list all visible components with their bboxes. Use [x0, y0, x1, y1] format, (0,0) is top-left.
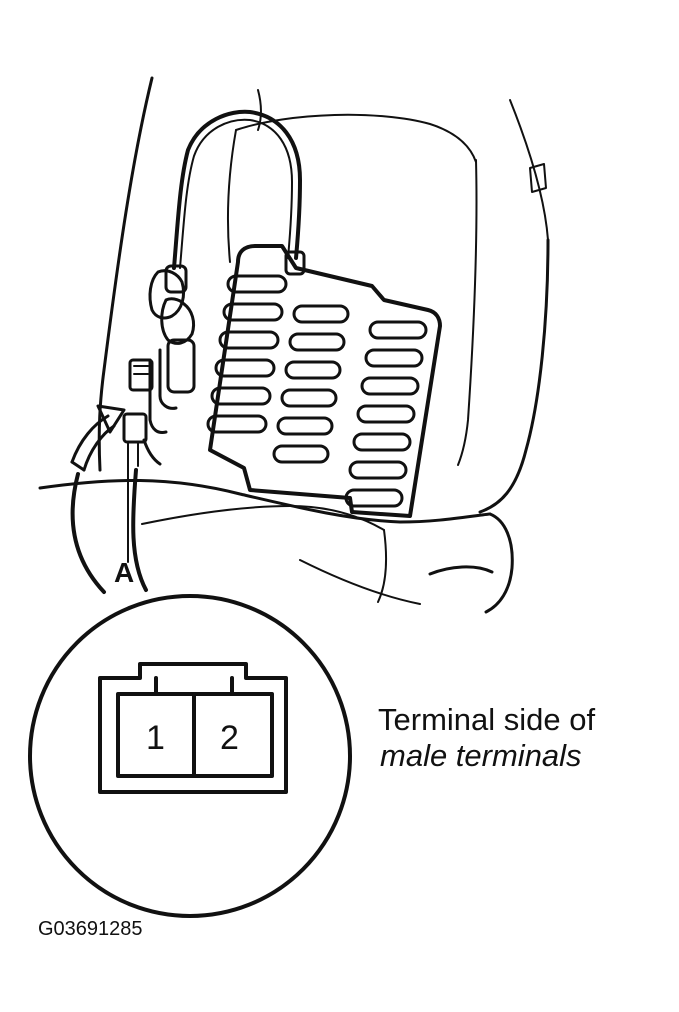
connect-arrow-icon — [70, 404, 126, 472]
figure-id: G03691285 — [38, 918, 143, 940]
magnified-view-circle — [28, 594, 352, 918]
callout-leader — [70, 465, 148, 594]
seat-back-outline — [97, 76, 550, 514]
caption-line-1: Terminal side of — [378, 702, 595, 737]
callout-letter-a: A — [114, 557, 134, 588]
seat-cushion-outline — [38, 478, 514, 614]
terminal-number-2: 2 — [220, 719, 239, 757]
heater-slots-left — [206, 274, 288, 434]
terminal-number-1: 1 — [146, 719, 165, 757]
heater-element — [206, 244, 442, 518]
heater-slots-middle — [272, 304, 350, 464]
heater-harness — [122, 109, 306, 467]
caption-line-2: male terminals — [380, 738, 582, 773]
heater-slots-right — [344, 320, 428, 508]
connector-face — [98, 662, 288, 794]
